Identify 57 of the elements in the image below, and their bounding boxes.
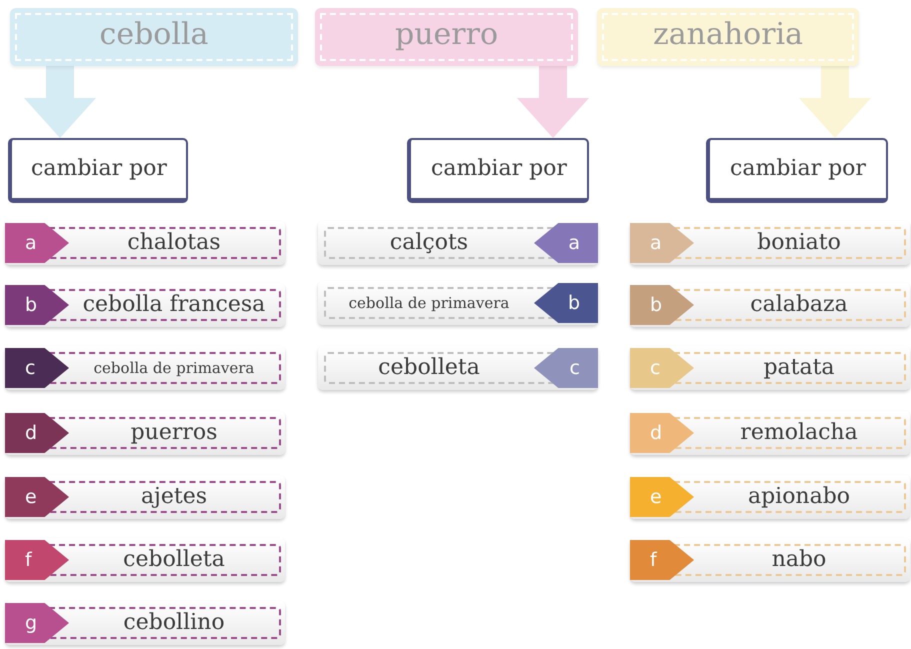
option-card	[630, 221, 910, 265]
option-text: puerros	[130, 419, 218, 447]
option-text: chalotas	[126, 229, 222, 257]
letter-tab: b	[5, 285, 69, 325]
option-card	[630, 475, 910, 519]
option-card	[630, 283, 910, 327]
option-text: cebolla francesa	[82, 291, 266, 319]
option-text: ajetes	[140, 483, 208, 511]
label-box: cambiar por	[8, 138, 188, 203]
option-text: remolacha	[739, 419, 859, 447]
option-text: cebolla de primavera	[92, 358, 256, 379]
arrow	[517, 66, 589, 138]
header-banner: zanahoria	[597, 8, 859, 66]
option-card	[5, 283, 285, 327]
option-card	[5, 411, 285, 455]
option-text: patata	[762, 354, 836, 382]
letter-tab: d	[630, 413, 694, 453]
option-text: cebolleta	[122, 546, 226, 574]
header-banner: cebolla	[10, 8, 298, 66]
label-box: cambiar por	[706, 138, 888, 203]
option-card	[630, 346, 910, 390]
arrow	[799, 66, 871, 138]
letter-tab: d	[5, 413, 69, 453]
option-card	[5, 538, 285, 582]
option-text: calabaza	[749, 291, 849, 319]
letter-tab: f	[5, 540, 69, 580]
option-card	[5, 346, 285, 390]
letter-tab: a	[5, 223, 69, 263]
letter-tab: f	[630, 540, 694, 580]
option-card	[5, 221, 285, 265]
option-text: boniato	[756, 229, 842, 257]
letter-tab: a	[534, 223, 598, 263]
option-card	[5, 601, 285, 645]
arrow	[24, 66, 96, 138]
option-text: calçots	[388, 229, 470, 257]
letter-tab: b	[630, 285, 694, 325]
option-text: cebollino	[122, 609, 226, 637]
option-card	[5, 475, 285, 519]
option-card	[630, 538, 910, 582]
option-card	[318, 346, 598, 390]
letter-tab: c	[630, 348, 694, 388]
option-card	[318, 281, 598, 325]
letter-tab: e	[5, 477, 69, 517]
letter-tab: c	[5, 348, 69, 388]
label-box: cambiar por	[407, 138, 589, 203]
letter-tab: c	[534, 348, 598, 388]
option-text: cebolla de primavera	[348, 293, 510, 314]
letter-tab: b	[534, 283, 598, 323]
letter-tab: a	[630, 223, 694, 263]
option-card	[318, 221, 598, 265]
header-banner: puerro	[315, 8, 578, 66]
option-text: cebolleta	[377, 354, 481, 382]
option-text: nabo	[770, 546, 828, 574]
option-card	[630, 411, 910, 455]
letter-tab: g	[5, 603, 69, 643]
option-text: apionabo	[746, 483, 852, 511]
letter-tab: e	[630, 477, 694, 517]
